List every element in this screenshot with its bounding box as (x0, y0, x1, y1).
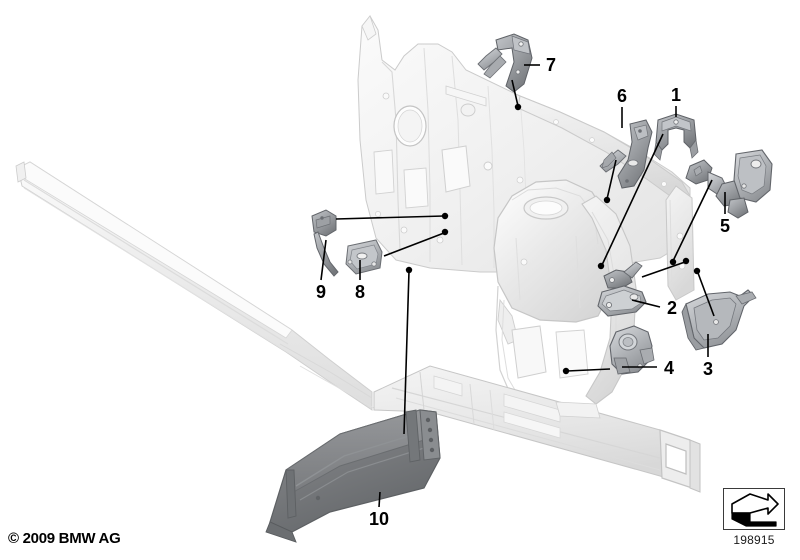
part-2-small-angle-bracket (597, 261, 647, 317)
leader-9-dot (441, 212, 449, 220)
copyright-notice: © 2009 BMW AG (8, 530, 121, 547)
callout-label-1[interactable]: 1 (670, 85, 682, 105)
leader-6-line (606, 159, 617, 200)
leader-10-tick (378, 491, 381, 508)
leader-7-line (511, 79, 519, 107)
part-3-wedge-reinforcement-bracket (681, 289, 757, 351)
leader-4-dot (562, 367, 570, 375)
rocker-sill-beam (15, 161, 375, 411)
part-8-flat-plate-bracket (345, 239, 383, 275)
part-6-stepped-mount-bracket (599, 119, 653, 189)
leader-6-dot (603, 196, 611, 204)
leader-10-line (403, 270, 410, 435)
leader-3-line (697, 272, 715, 317)
callout-label-10[interactable]: 10 (368, 509, 390, 529)
leader-9-tick (320, 239, 327, 281)
diagram-id-number: 198915 (733, 533, 775, 547)
leader-lines (320, 64, 726, 508)
leader-1-line (601, 133, 664, 266)
callout-label-7[interactable]: 7 (545, 55, 557, 75)
part-1-u-shaped-bracket (653, 113, 699, 161)
callout-label-2[interactable]: 2 (666, 298, 678, 318)
leader-2-dot (682, 257, 690, 265)
part-7-top-fork-bracket (477, 33, 533, 93)
leader-5-line (672, 179, 713, 262)
callout-label-9[interactable]: 9 (315, 282, 327, 302)
front-frame-rail (373, 365, 701, 493)
leader-10-dot (405, 266, 413, 274)
leader-3-dot (693, 267, 701, 275)
part-5-hinge-bracket-assembly (685, 149, 773, 219)
leader-2-tick (631, 299, 661, 308)
callout-label-6[interactable]: 6 (616, 86, 628, 106)
orientation-indicator-box (723, 488, 785, 530)
leader-4-line (566, 368, 611, 372)
leader-8-line (383, 232, 445, 257)
callout-label-8[interactable]: 8 (354, 282, 366, 302)
arrow-pointer-icon (731, 493, 779, 527)
callout-label-5[interactable]: 5 (719, 216, 731, 236)
callout-label-4[interactable]: 4 (663, 358, 675, 378)
leader-8-dot (441, 228, 449, 236)
leader-7-dot (514, 103, 522, 111)
leader-9-line (335, 215, 445, 220)
part-9-curved-rod-bracket (311, 209, 339, 277)
callout-label-3[interactable]: 3 (702, 359, 714, 379)
part-4-node-bracket (609, 325, 655, 375)
leader-1-dot (597, 262, 605, 270)
leader-2-line (641, 261, 686, 278)
leader-5-dot (669, 258, 677, 266)
part-10-side-reinforcement-panel (265, 409, 441, 543)
